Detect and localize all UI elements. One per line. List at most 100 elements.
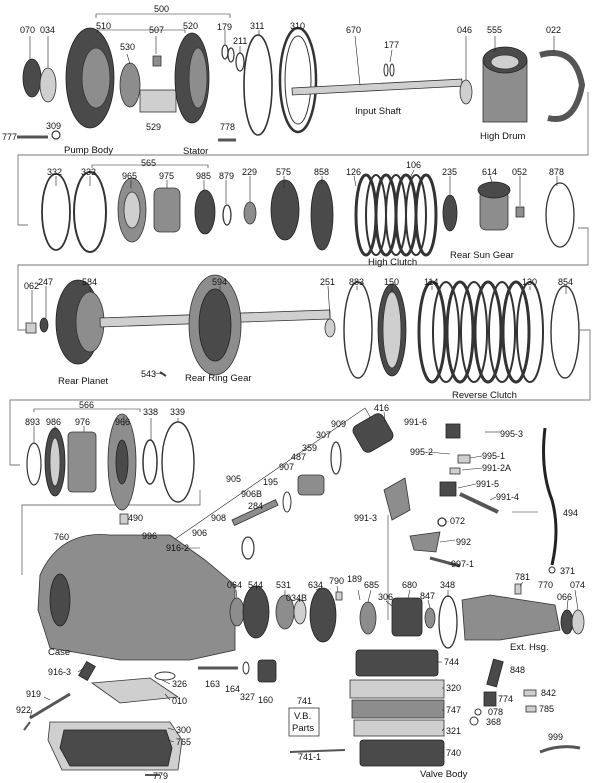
part-179-ring bbox=[221, 44, 229, 60]
label-991-2A: 991-2A bbox=[482, 463, 511, 473]
label-847: 847 bbox=[420, 591, 435, 601]
label-529: 529 bbox=[146, 122, 161, 132]
part-893 bbox=[26, 442, 42, 486]
label-779: 779 bbox=[153, 771, 168, 781]
part-997-1 bbox=[429, 556, 461, 568]
label-130: 130 bbox=[522, 277, 537, 287]
caption-vb-parts-line1: V.B. bbox=[294, 711, 311, 722]
part-907-piston bbox=[297, 474, 325, 496]
part-774 bbox=[483, 691, 497, 707]
part-995-1 bbox=[457, 454, 471, 464]
label-338: 338 bbox=[143, 407, 158, 417]
label-320: 320 bbox=[446, 683, 461, 693]
caption-valve-body: Valve Body bbox=[420, 769, 468, 780]
part-922 bbox=[23, 721, 31, 731]
label-774: 774 bbox=[498, 694, 513, 704]
label-906B: 906B bbox=[241, 489, 262, 499]
part-670-input-shaft bbox=[291, 78, 463, 96]
label-494: 494 bbox=[563, 508, 578, 518]
label-999: 999 bbox=[548, 732, 563, 742]
label-555: 555 bbox=[487, 25, 502, 35]
caption-rear-planet: Rear Planet bbox=[58, 376, 109, 387]
label-991-6: 991-6 bbox=[404, 417, 427, 427]
part-879 bbox=[222, 204, 232, 226]
label-991-4: 991-4 bbox=[496, 492, 519, 502]
label-997-1: 997-1 bbox=[451, 559, 474, 569]
part-785 bbox=[525, 705, 537, 713]
part-854 bbox=[550, 285, 580, 379]
part-790 bbox=[335, 591, 343, 601]
part-634 bbox=[309, 587, 337, 643]
part-333 bbox=[73, 171, 107, 253]
label-163: 163 bbox=[205, 679, 220, 689]
part-765-pan bbox=[59, 729, 173, 767]
label-680: 680 bbox=[402, 580, 417, 590]
caption-stator: Stator bbox=[183, 146, 208, 157]
label-306: 306 bbox=[378, 592, 393, 602]
label-150: 150 bbox=[384, 277, 399, 287]
label-500: 500 bbox=[154, 4, 169, 14]
label-883: 883 bbox=[349, 277, 364, 287]
label-333: 333 bbox=[81, 167, 96, 177]
label-966: 966 bbox=[115, 417, 130, 427]
label-790: 790 bbox=[329, 576, 344, 586]
part-126-high-clutch-plates bbox=[354, 173, 438, 257]
label-991-3: 991-3 bbox=[354, 513, 377, 523]
label-247: 247 bbox=[38, 277, 53, 287]
label-235: 235 bbox=[442, 167, 457, 177]
label-311: 311 bbox=[250, 21, 264, 31]
label-179: 179 bbox=[217, 22, 232, 32]
part-858 bbox=[310, 179, 334, 251]
label-778: 778 bbox=[220, 122, 235, 132]
part-046-washer bbox=[459, 79, 473, 105]
part-741-1 bbox=[289, 749, 346, 753]
row4-parts bbox=[26, 413, 195, 511]
label-368: 368 bbox=[486, 717, 501, 727]
label-584: 584 bbox=[82, 277, 97, 287]
part-985 bbox=[194, 189, 216, 235]
part-070-seal bbox=[22, 58, 42, 98]
label-614: 614 bbox=[482, 167, 497, 177]
part-842 bbox=[523, 689, 537, 697]
label-022: 022 bbox=[546, 25, 561, 35]
label-906: 906 bbox=[192, 528, 207, 538]
part-114-130-reverse-clutch-plates bbox=[417, 280, 544, 384]
part-number-labels: 070 034 500 510 530 507 520 179 211 311 … bbox=[2, 4, 585, 781]
label-848: 848 bbox=[510, 665, 525, 675]
caption-pump-body: Pump Body bbox=[64, 145, 113, 156]
label-309: 309 bbox=[46, 121, 61, 131]
label-842: 842 bbox=[541, 688, 556, 698]
part-747-separator-plate bbox=[351, 699, 445, 719]
part-338 bbox=[142, 439, 158, 485]
label-741-1: 741-1 bbox=[298, 752, 321, 762]
part-883 bbox=[343, 281, 373, 379]
label-907: 907 bbox=[279, 462, 294, 472]
label-670: 670 bbox=[346, 25, 361, 35]
part-251 bbox=[324, 318, 336, 338]
label-594: 594 bbox=[212, 277, 227, 287]
part-072 bbox=[437, 517, 447, 527]
part-327 bbox=[242, 661, 250, 675]
label-416: 416 bbox=[374, 403, 389, 413]
part-339 bbox=[161, 421, 195, 503]
label-066: 066 bbox=[557, 592, 572, 602]
label-879: 879 bbox=[219, 171, 234, 181]
label-490: 490 bbox=[128, 513, 143, 523]
part-310-ring bbox=[278, 26, 318, 134]
part-999 bbox=[539, 745, 581, 754]
part-991-6 bbox=[445, 423, 461, 439]
part-064 bbox=[229, 597, 245, 627]
label-995-1: 995-1 bbox=[482, 451, 505, 461]
part-909-servo-cover bbox=[352, 413, 394, 453]
row3-parts bbox=[25, 274, 580, 384]
bracket-510-520 bbox=[96, 29, 186, 33]
label-685: 685 bbox=[364, 580, 379, 590]
label-975: 975 bbox=[159, 171, 174, 181]
part-034-bushing bbox=[39, 67, 57, 103]
part-494-cable bbox=[542, 427, 558, 566]
label-996: 996 bbox=[142, 531, 157, 541]
label-531: 531 bbox=[276, 580, 291, 590]
label-530: 530 bbox=[120, 42, 135, 52]
caption-reverse-clutch: Reverse Clutch bbox=[452, 390, 517, 401]
